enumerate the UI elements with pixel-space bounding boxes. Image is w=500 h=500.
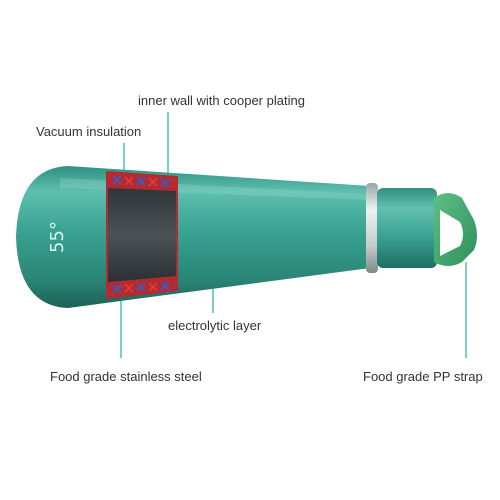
- label-strap: Food grade PP strap: [363, 369, 483, 384]
- label-vacuum: Vacuum insulation: [36, 124, 141, 139]
- label-electrolytic: electrolytic layer: [168, 318, 262, 333]
- arrows-bottom: [112, 281, 170, 294]
- cutaway-core: [108, 188, 176, 282]
- label-inner-wall: inner wall with cooper plating: [138, 93, 305, 108]
- label-steel: Food grade stainless steel: [50, 369, 202, 384]
- bottle-ring: [366, 183, 378, 273]
- pp-strap: [434, 193, 477, 266]
- cutaway-section: [106, 171, 178, 299]
- bottle-cap: [377, 188, 437, 268]
- bottle-body: [16, 166, 370, 308]
- bottle-logo: 55°: [47, 221, 68, 253]
- arrows-top: [112, 175, 170, 188]
